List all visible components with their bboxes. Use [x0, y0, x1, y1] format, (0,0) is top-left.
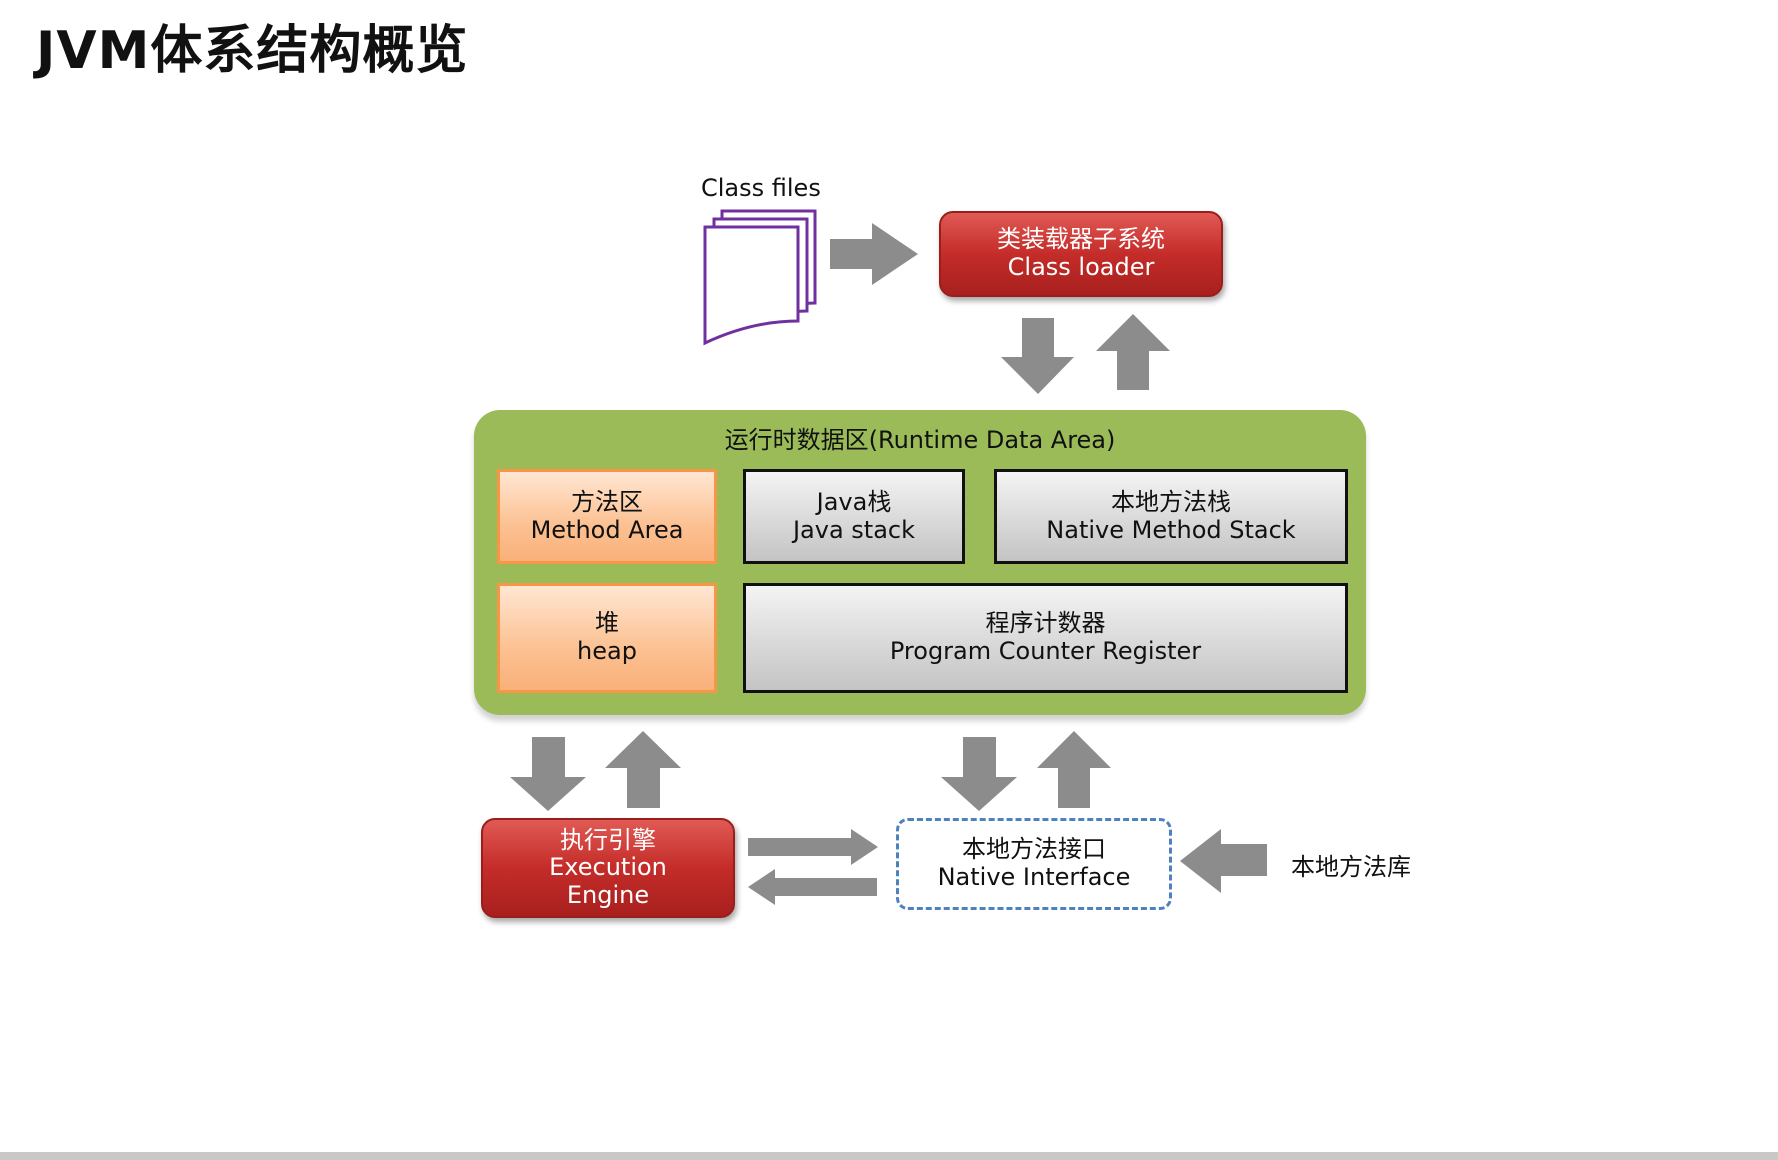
class-files-label: Class files [701, 174, 821, 202]
native-method-stack-box: 本地方法栈 Native Method Stack [994, 469, 1348, 564]
execution-engine-box: 执行引擎 Execution Engine [481, 818, 735, 918]
arrow-down-icon [1001, 318, 1074, 394]
native-method-stack-cn: 本地方法栈 [1111, 487, 1231, 516]
method-area-cn: 方法区 [571, 487, 643, 516]
execution-engine-en-2: Engine [566, 880, 650, 909]
document-stack-icon [703, 209, 817, 346]
arrow-left-icon [1180, 829, 1267, 893]
class-loader-cn: 类装载器子系统 [997, 225, 1165, 254]
program-counter-en: Program Counter Register [889, 637, 1202, 665]
native-library-label: 本地方法库 [1291, 853, 1411, 881]
runtime-data-area-title: 运行时数据区(Runtime Data Area) [724, 426, 1116, 454]
method-area-en: Method Area [530, 515, 684, 544]
method-area-box: 方法区 Method Area [497, 469, 717, 564]
java-stack-box: Java栈 Java stack [743, 469, 965, 564]
arrow-right-icon [748, 829, 878, 865]
arrow-up-icon [605, 731, 681, 808]
execution-engine-cn: 执行引擎 [560, 825, 656, 854]
execution-engine-en-1: Execution [549, 853, 667, 882]
arrow-down-icon [510, 737, 586, 811]
java-stack-cn: Java栈 [816, 487, 892, 516]
native-interface-en: Native Interface [937, 863, 1131, 891]
arrow-up-icon [1096, 314, 1170, 390]
program-counter-cn: 程序计数器 [985, 609, 1106, 638]
native-interface-box: 本地方法接口 Native Interface [896, 818, 1172, 910]
arrow-up-icon [1037, 731, 1111, 808]
class-loader-box: 类装载器子系统 Class loader [939, 211, 1223, 297]
slide-title: JVM体系结构概览 [36, 21, 469, 81]
heap-box: 堆 heap [497, 583, 717, 693]
native-method-stack-en: Native Method Stack [1046, 515, 1296, 544]
bottom-border [0, 1152, 1778, 1160]
java-stack-en: Java stack [792, 515, 916, 544]
class-loader-en: Class loader [1007, 253, 1155, 281]
program-counter-box: 程序计数器 Program Counter Register [743, 583, 1348, 693]
native-interface-cn: 本地方法接口 [962, 835, 1106, 864]
arrow-down-icon [941, 737, 1017, 811]
arrow-right-icon [830, 223, 918, 285]
arrow-left-icon [748, 869, 877, 905]
heap-en: heap [577, 637, 637, 665]
heap-cn: 堆 [595, 609, 619, 638]
